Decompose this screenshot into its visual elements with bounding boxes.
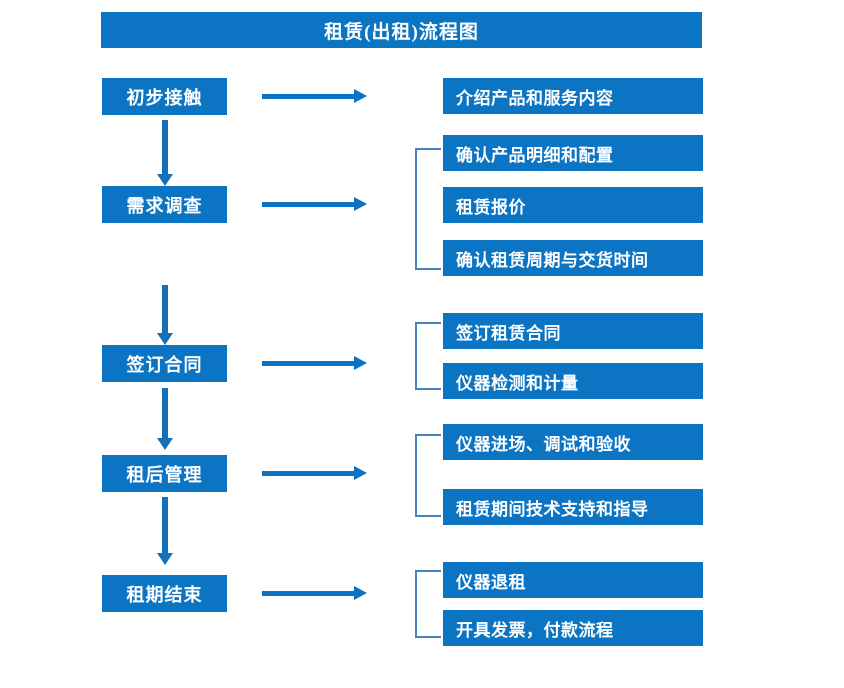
arrow-head xyxy=(157,438,173,450)
arrow-head xyxy=(354,466,367,480)
detail-box-2[interactable]: 确认产品明细和配置 xyxy=(443,135,703,171)
detail-box-8[interactable]: 租赁期间技术支持和指导 xyxy=(443,489,703,525)
arrow-down-icon-3 xyxy=(157,388,173,450)
arrow-shaft xyxy=(262,202,354,207)
stage-box-3[interactable]: 签订合同 xyxy=(102,345,227,382)
arrow-right-icon-1 xyxy=(262,89,367,103)
arrow-down-icon-2 xyxy=(157,285,173,345)
arrow-head xyxy=(354,586,367,600)
arrow-shaft xyxy=(262,361,354,366)
group-bracket-5 xyxy=(415,570,441,638)
detail-box-10[interactable]: 开具发票，付款流程 xyxy=(443,610,703,646)
arrow-head xyxy=(157,333,173,345)
stage-box-2[interactable]: 需求调查 xyxy=(102,186,227,223)
detail-box-6[interactable]: 仪器检测和计量 xyxy=(443,363,703,399)
group-bracket-2 xyxy=(415,148,441,270)
detail-box-3[interactable]: 租赁报价 xyxy=(443,187,703,223)
detail-box-4[interactable]: 确认租赁周期与交货时间 xyxy=(443,240,703,276)
arrow-right-icon-5 xyxy=(262,586,367,600)
arrow-shaft xyxy=(262,94,354,99)
group-bracket-4 xyxy=(415,434,441,517)
arrow-head xyxy=(354,197,367,211)
arrow-head xyxy=(157,553,173,565)
arrow-right-icon-4 xyxy=(262,466,367,480)
detail-box-9[interactable]: 仪器退租 xyxy=(443,562,703,598)
stage-box-4[interactable]: 租后管理 xyxy=(102,455,227,492)
arrow-shaft xyxy=(162,388,168,438)
arrow-head xyxy=(354,89,367,103)
page-title: 租赁(出租)流程图 xyxy=(101,12,702,48)
group-bracket-3 xyxy=(415,322,441,390)
detail-box-7[interactable]: 仪器进场、调试和验收 xyxy=(443,424,703,460)
arrow-shaft xyxy=(262,471,354,476)
arrow-down-icon-1 xyxy=(157,120,173,186)
arrow-head xyxy=(354,356,367,370)
detail-box-1[interactable]: 介绍产品和服务内容 xyxy=(443,78,703,114)
arrow-shaft xyxy=(262,591,354,596)
detail-box-5[interactable]: 签订租赁合同 xyxy=(443,313,703,349)
arrow-head xyxy=(157,174,173,186)
arrow-down-icon-4 xyxy=(157,497,173,565)
arrow-shaft xyxy=(162,497,168,553)
arrow-right-icon-2 xyxy=(262,197,367,211)
stage-box-5[interactable]: 租期结束 xyxy=(102,575,227,612)
arrow-shaft xyxy=(162,120,168,174)
arrow-shaft xyxy=(162,285,168,333)
stage-box-1[interactable]: 初步接触 xyxy=(102,78,227,115)
arrow-right-icon-3 xyxy=(262,356,367,370)
